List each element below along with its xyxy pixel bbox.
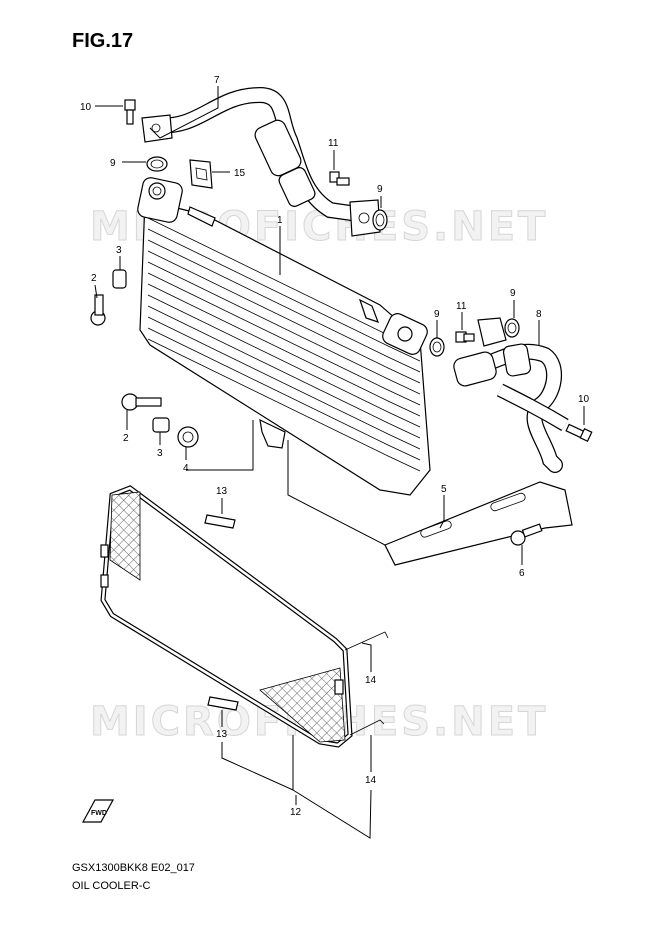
cooler-fin — [147, 272, 421, 406]
callout-6: 6 — [519, 568, 525, 579]
callout-2a: 2 — [91, 273, 97, 284]
o-ring-9d — [504, 318, 520, 338]
callout-14b: 14 — [365, 775, 377, 786]
cushion-13b — [207, 696, 239, 711]
cooler-fin — [147, 338, 421, 472]
assembly-name: OIL COOLER-C — [72, 880, 151, 892]
cushion-13a — [204, 514, 236, 529]
bracket-5 — [384, 481, 573, 566]
callout-9b: 9 — [377, 184, 383, 195]
callout-9c: 9 — [434, 309, 440, 320]
bolt-2b — [121, 393, 162, 411]
bolt-10a — [124, 99, 136, 125]
cooler-guard — [100, 485, 389, 748]
callout-11b: 11 — [456, 301, 467, 312]
bolt-11a — [329, 171, 350, 186]
upper-oil-hose — [141, 86, 381, 237]
callout-3b: 3 — [157, 448, 163, 459]
callout-13b: 13 — [216, 729, 228, 740]
callout-1: 1 — [277, 215, 283, 226]
callout-10b: 10 — [578, 394, 590, 405]
collar-3a — [112, 269, 127, 289]
cooler-fin — [147, 250, 421, 384]
fwd-text: FWD — [91, 810, 107, 817]
cooler-fin — [147, 305, 421, 439]
bolt-2a — [90, 294, 106, 326]
callout-10a: 10 — [80, 102, 92, 113]
callout-15: 15 — [234, 168, 246, 179]
callout-12: 12 — [290, 807, 302, 818]
callout-7: 7 — [214, 75, 220, 86]
forward-direction-marker: FWD — [81, 799, 115, 823]
callout-9d: 9 — [510, 288, 516, 299]
callout-14a: 14 — [365, 675, 377, 686]
callout-3a: 3 — [116, 245, 122, 256]
figure-title: FIG.17 — [72, 30, 134, 52]
o-ring-9b — [372, 209, 388, 231]
leader-lines — [94, 86, 585, 839]
clamp-15 — [189, 159, 213, 189]
callout-2b: 2 — [123, 433, 129, 444]
cooler-fin — [147, 228, 421, 362]
grommet-4 — [177, 426, 199, 448]
callout-13a: 13 — [216, 486, 228, 497]
collar-3b — [152, 417, 170, 433]
model-code: GSX1300BKK8 E02_017 — [72, 862, 195, 874]
callout-8: 8 — [536, 309, 542, 320]
cooler-fin — [147, 294, 421, 428]
lower-oil-hose — [453, 317, 569, 473]
bolt-10b — [565, 423, 593, 443]
cooler-fin — [147, 327, 421, 461]
callout-9a: 9 — [110, 158, 116, 169]
bolt-6 — [510, 523, 543, 546]
oil-cooler-core — [137, 177, 431, 496]
cooler-fin — [147, 316, 421, 450]
bolt-11b — [455, 331, 475, 343]
callout-4: 4 — [183, 463, 189, 474]
callout-5: 5 — [441, 484, 447, 495]
callout-labels: 10 7 9 15 11 9 1 3 2 9 11 9 8 10 2 3 4 5… — [80, 75, 590, 818]
cooler-fin — [147, 283, 421, 417]
callout-11a: 11 — [328, 138, 339, 149]
o-ring-9a — [146, 156, 168, 172]
o-ring-9c — [429, 337, 445, 357]
cooler-fin — [147, 239, 421, 373]
cooler-fin — [147, 261, 421, 395]
